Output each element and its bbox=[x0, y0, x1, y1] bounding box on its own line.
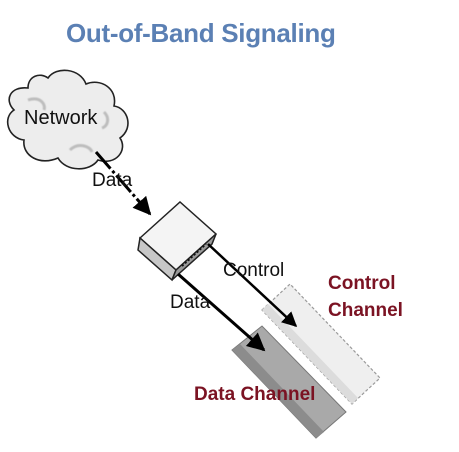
data-out-label: Data bbox=[170, 292, 211, 313]
network-label: Network bbox=[24, 107, 98, 129]
data-in-label: Data bbox=[92, 170, 133, 191]
data-in-arrow bbox=[94, 151, 152, 216]
data-out-arrow bbox=[177, 272, 266, 352]
diagram-title: Out-of-Band Signaling bbox=[66, 18, 336, 48]
control-out-arrow bbox=[207, 243, 298, 328]
data-channel-label: Data Channel bbox=[194, 384, 316, 405]
control-label: Control bbox=[223, 260, 285, 281]
signaling-device-icon bbox=[137, 200, 218, 282]
control-channel-label: Control Channel bbox=[328, 273, 403, 321]
network-cloud-icon bbox=[6, 69, 129, 170]
